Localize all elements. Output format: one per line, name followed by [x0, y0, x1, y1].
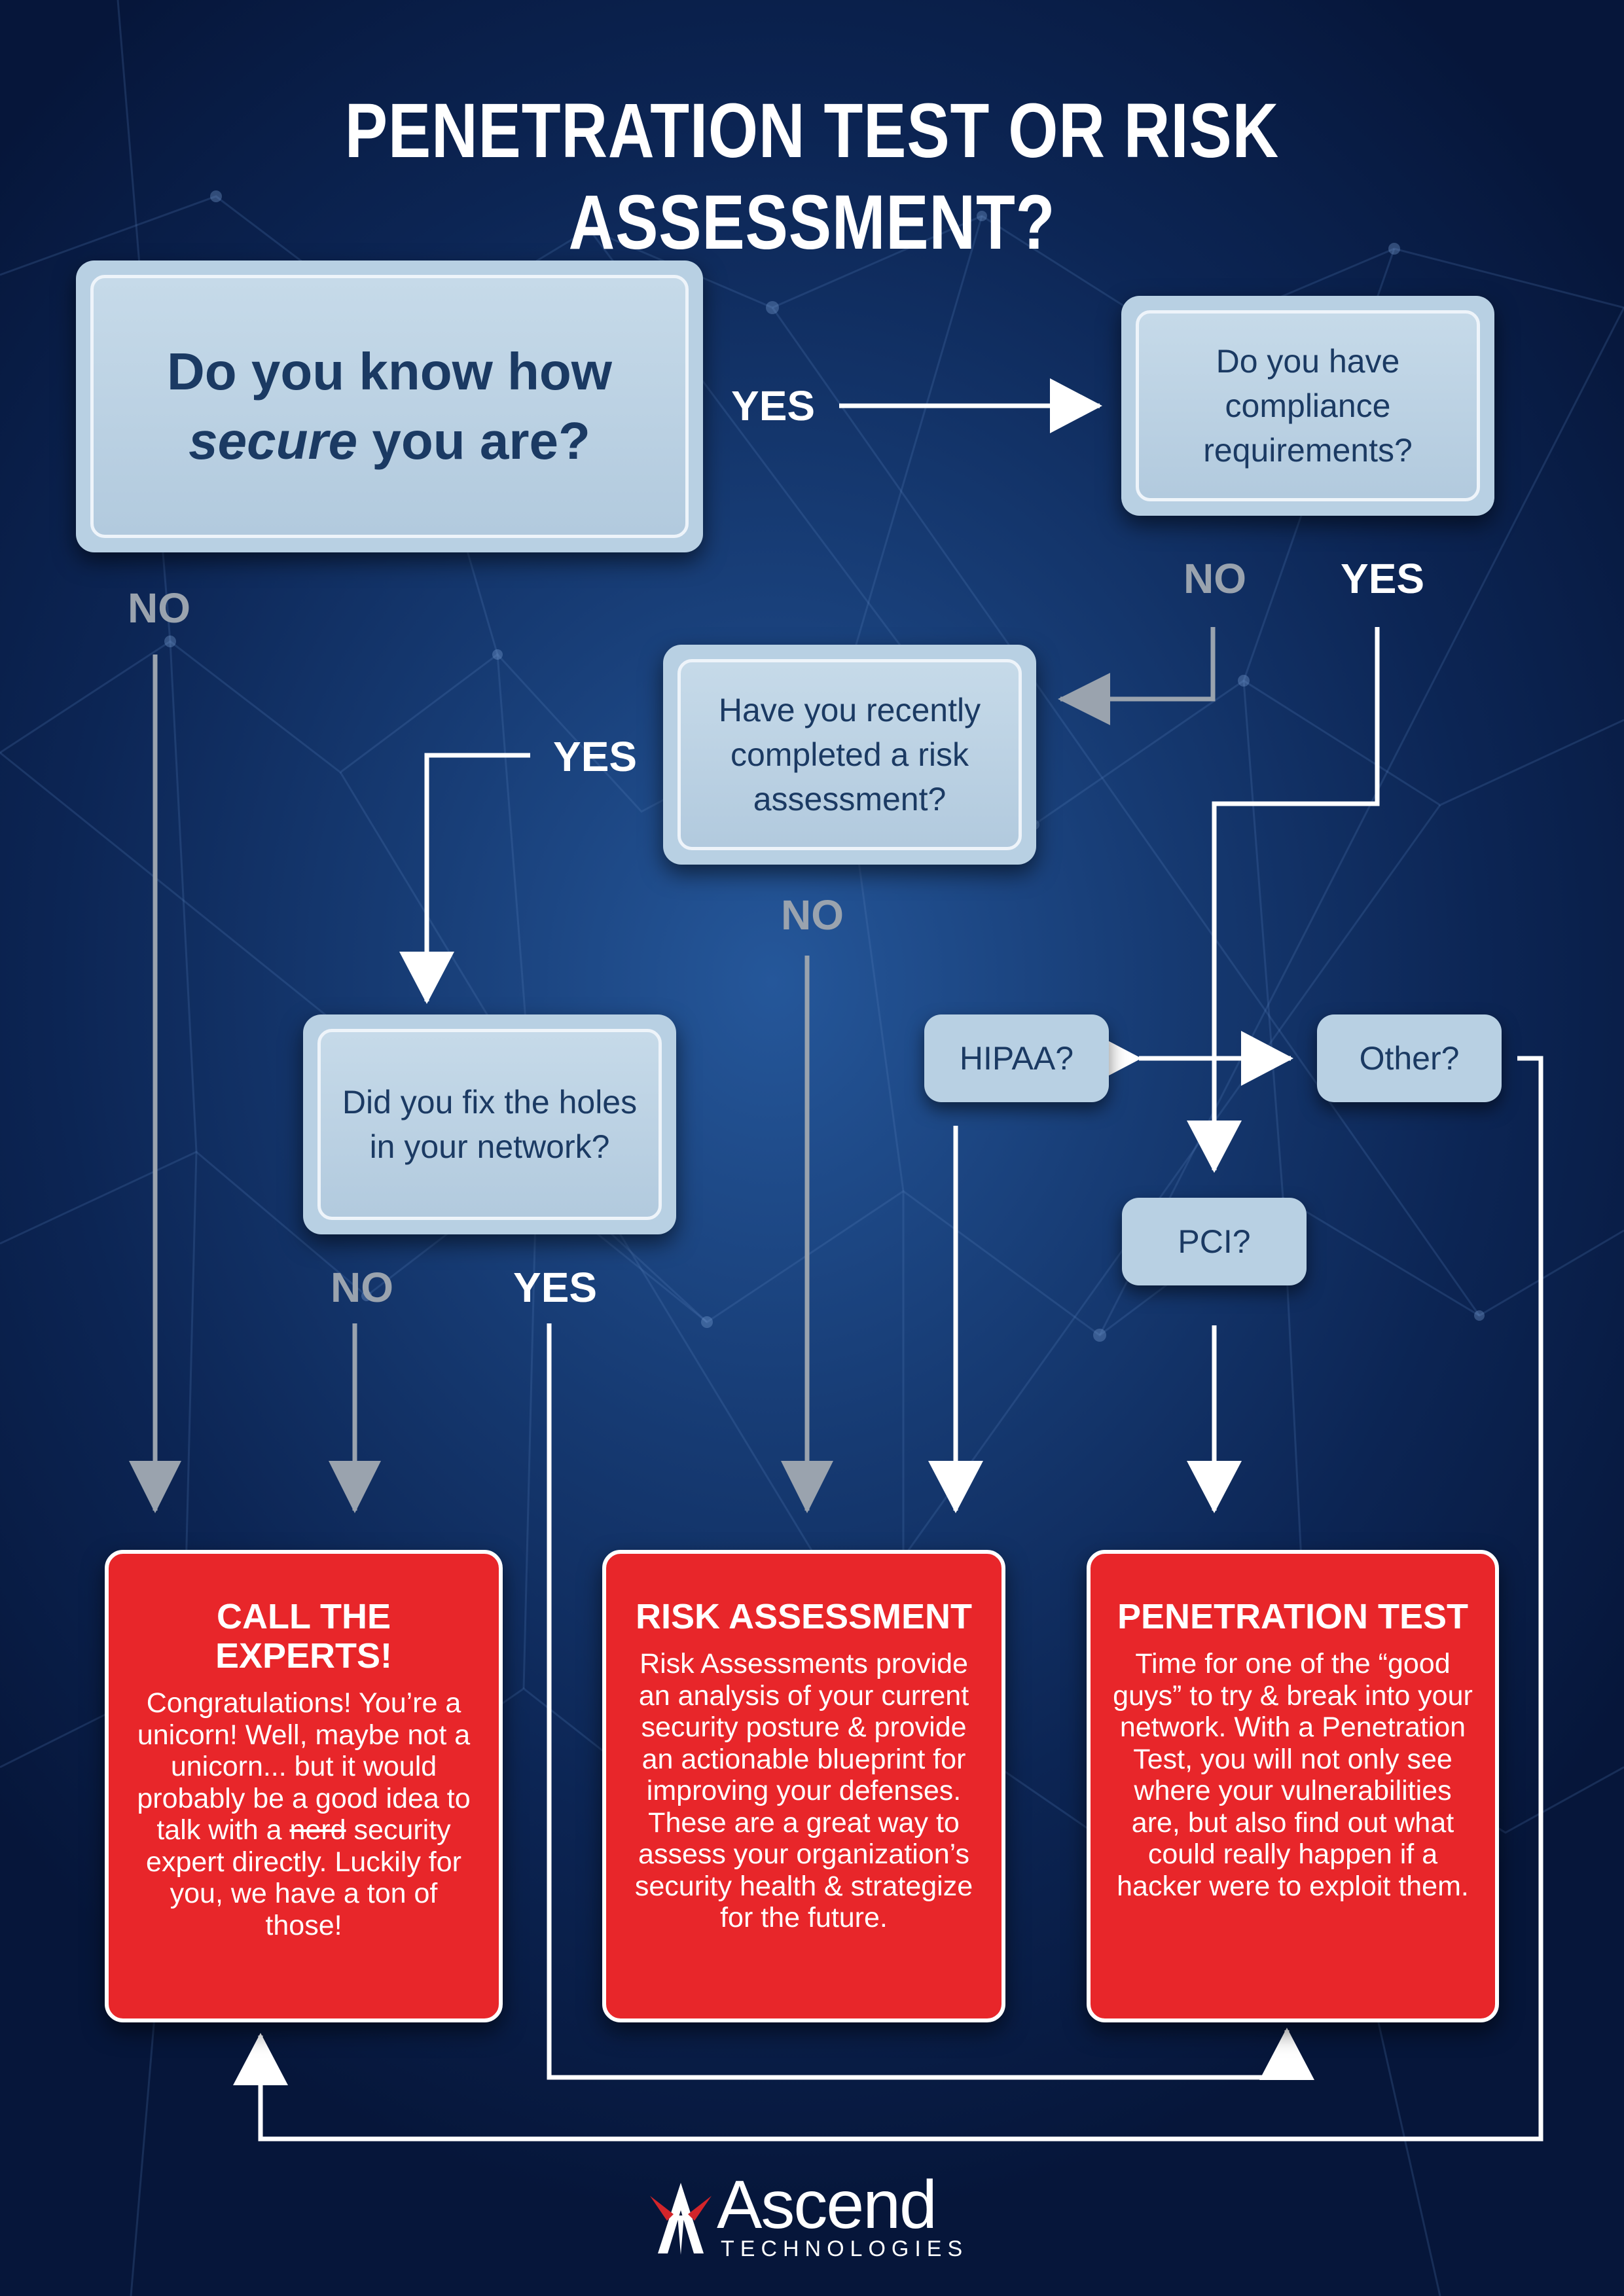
question-know-secure-text: Do you know how secure you are? — [167, 342, 612, 470]
question-risk-assessment-text: Have you recently completed a risk asses… — [718, 692, 981, 817]
label-no-compliance: NO — [1183, 555, 1246, 602]
label-no-fix: NO — [331, 1264, 393, 1311]
outcome-penetration-test: PENETRATION TEST Time for one of the “go… — [1087, 1550, 1499, 2022]
label-yes-fix: YES — [513, 1264, 598, 1311]
outcome-call-experts-title: CALL THE EXPERTS! — [215, 1597, 393, 1676]
question-compliance: Do you have compliance requirements? — [1121, 296, 1494, 516]
pill-other: Other? — [1317, 1014, 1502, 1102]
label-yes-know: YES — [731, 382, 816, 429]
label-no-know: NO — [128, 584, 190, 632]
question-risk-assessment: Have you recently completed a risk asses… — [663, 645, 1036, 865]
outcome-risk-assessment-title: RISK ASSESSMENT — [635, 1597, 973, 1636]
outcome-penetration-test-body: Time for one of the “good guys” to try &… — [1113, 1648, 1473, 1902]
arrow-other — [233, 1056, 1543, 2142]
ascend-logo-sub: TECHNOLOGIES — [721, 2236, 969, 2261]
question-fix-holes-text: Did you fix the holes in your network? — [342, 1084, 638, 1165]
ascend-logo-icon — [650, 2183, 712, 2255]
outcome-risk-assessment-body: Risk Assessments provide an analysis of … — [634, 1648, 973, 1933]
pill-hipaa: HIPAA? — [924, 1014, 1109, 1102]
arrow-fix-yes — [547, 1323, 1314, 2080]
label-yes-compliance: YES — [1341, 555, 1425, 602]
ascend-logo: Ascend TECHNOLOGIES — [645, 2171, 985, 2261]
arrow-compliance-no — [1058, 627, 1216, 725]
outcome-risk-assessment: RISK ASSESSMENT Risk Assessments provide… — [602, 1550, 1005, 2022]
pill-pci: PCI? — [1122, 1198, 1307, 1285]
arrow-risk-yes — [399, 753, 530, 1004]
ascend-logo-name: Ascend — [717, 2167, 937, 2243]
outcome-call-experts: CALL THE EXPERTS! Congratulations! You’r… — [105, 1550, 503, 2022]
question-fix-holes: Did you fix the holes in your network? — [303, 1014, 676, 1234]
outcome-call-experts-body: Congratulations! You’re a unicorn! Well,… — [137, 1687, 471, 1941]
arrow-compliance-yes — [1187, 627, 1380, 1173]
question-compliance-text: Do you have compliance requirements? — [1203, 343, 1413, 469]
label-no-risk: NO — [781, 891, 844, 939]
label-yes-risk: YES — [553, 733, 638, 780]
outcome-penetration-test-title: PENETRATION TEST — [1117, 1597, 1469, 1636]
question-know-secure: Do you know how secure you are? — [76, 260, 703, 552]
page-title: PENETRATION TEST OR RISK ASSESSMENT? — [344, 88, 1280, 266]
